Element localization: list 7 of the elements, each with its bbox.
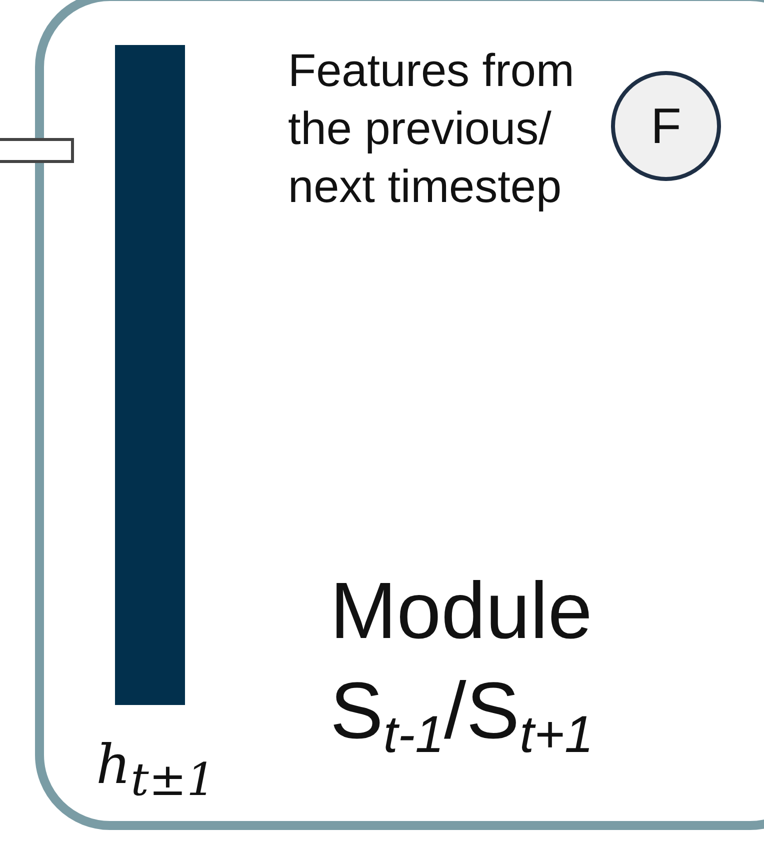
module-title: Module S$_{t-1}$/S$_{t+1}$ [330, 565, 594, 766]
hidden-state-label: h$_{t±1}$ [96, 733, 216, 806]
module-panel [35, 0, 764, 830]
hidden-state-bar [115, 45, 185, 705]
input-port [0, 138, 74, 163]
feature-description: Features from the previous/ next timestep [288, 43, 576, 214]
feature-circle: F [611, 71, 721, 181]
